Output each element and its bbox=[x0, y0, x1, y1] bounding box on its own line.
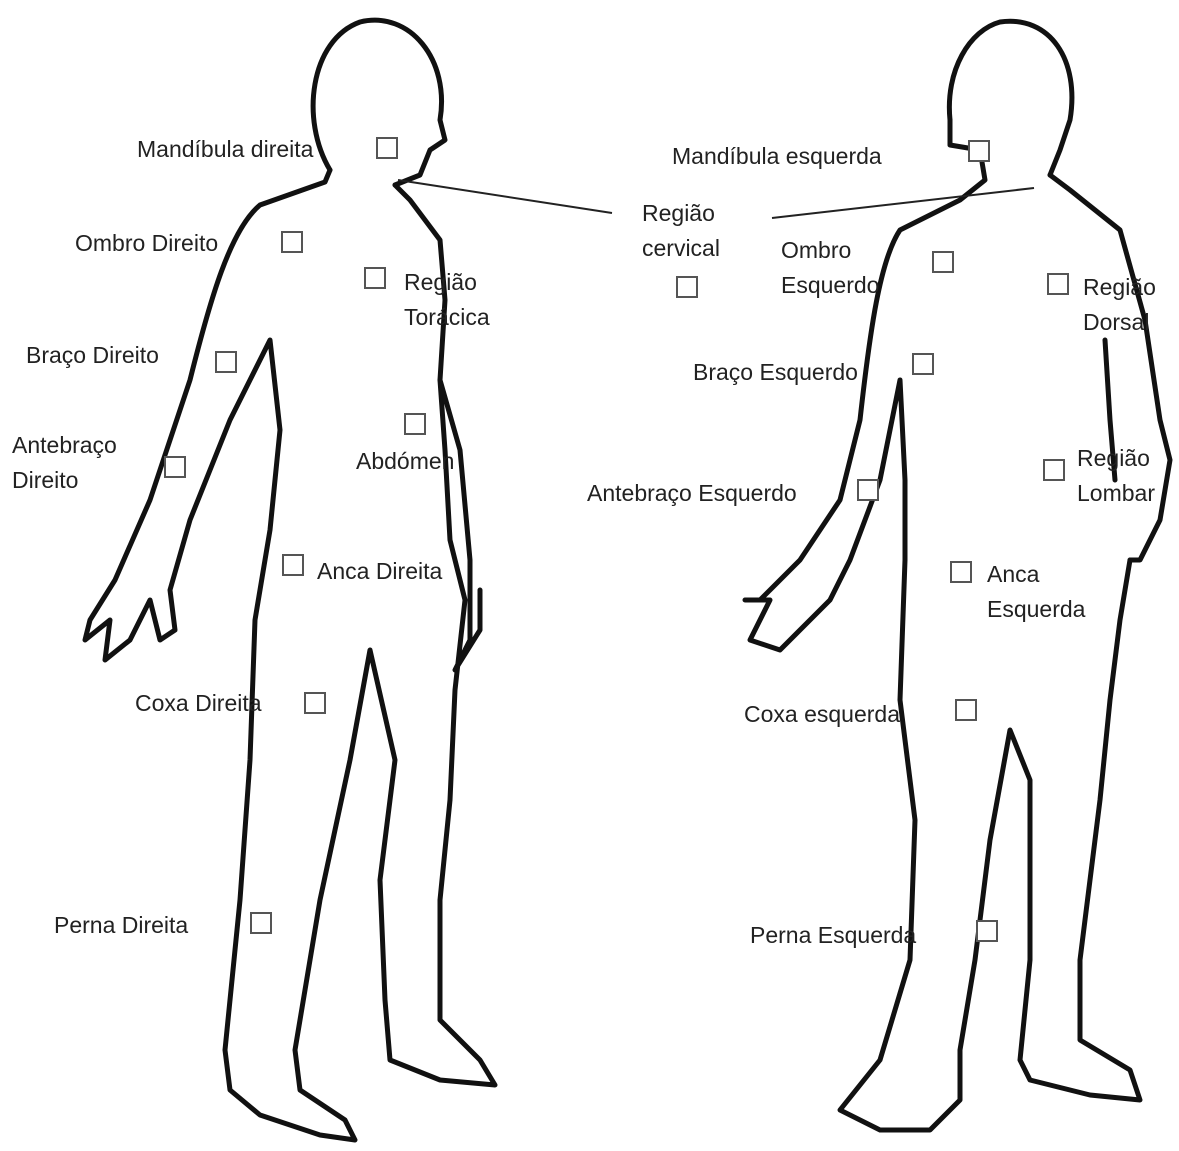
checkbox-ombro-direito[interactable] bbox=[281, 231, 303, 253]
checkbox-ombro-esquerdo[interactable] bbox=[932, 251, 954, 273]
checkbox-anca-esquerda[interactable] bbox=[950, 561, 972, 583]
checkbox-regiao-cervical[interactable] bbox=[676, 276, 698, 298]
checkbox-mandibula-direita[interactable] bbox=[376, 137, 398, 159]
label-perna-esquerda: Perna Esquerda bbox=[750, 918, 916, 953]
checkbox-coxa-direita[interactable] bbox=[304, 692, 326, 714]
checkbox-perna-esquerda[interactable] bbox=[976, 920, 998, 942]
checkbox-braco-direito[interactable] bbox=[215, 351, 237, 373]
checkbox-perna-direita[interactable] bbox=[250, 912, 272, 934]
label-anca-direita: Anca Direita bbox=[317, 554, 442, 589]
label-braco-esquerdo: Braço Esquerdo bbox=[693, 355, 858, 390]
checkbox-abdomen[interactable] bbox=[404, 413, 426, 435]
label-ombro-direito: Ombro Direito bbox=[75, 226, 218, 261]
label-antebraco-esquerdo: Antebraço Esquerdo bbox=[587, 476, 797, 511]
checkbox-antebraco-direito[interactable] bbox=[164, 456, 186, 478]
label-mandibula-direita: Mandíbula direita bbox=[137, 132, 313, 167]
label-perna-direita: Perna Direita bbox=[54, 908, 188, 943]
checkbox-regiao-toracica[interactable] bbox=[364, 267, 386, 289]
checkbox-mandibula-esquerda[interactable] bbox=[968, 140, 990, 162]
checkbox-regiao-dorsal[interactable] bbox=[1047, 273, 1069, 295]
cervical-line-left bbox=[398, 180, 612, 213]
label-braco-direito: Braço Direito bbox=[26, 338, 159, 373]
checkbox-antebraco-esquerdo[interactable] bbox=[857, 479, 879, 501]
label-mandibula-esquerda: Mandíbula esquerda bbox=[672, 139, 882, 174]
checkbox-coxa-esquerda[interactable] bbox=[955, 699, 977, 721]
checkbox-regiao-lombar[interactable] bbox=[1043, 459, 1065, 481]
label-coxa-direita: Coxa Direita bbox=[135, 686, 262, 721]
checkbox-braco-esquerdo[interactable] bbox=[912, 353, 934, 375]
label-coxa-esquerda: Coxa esquerda bbox=[744, 697, 900, 732]
cervical-line-right bbox=[772, 188, 1034, 218]
label-abdomen: Abdómen bbox=[356, 444, 454, 479]
checkbox-anca-direita[interactable] bbox=[282, 554, 304, 576]
